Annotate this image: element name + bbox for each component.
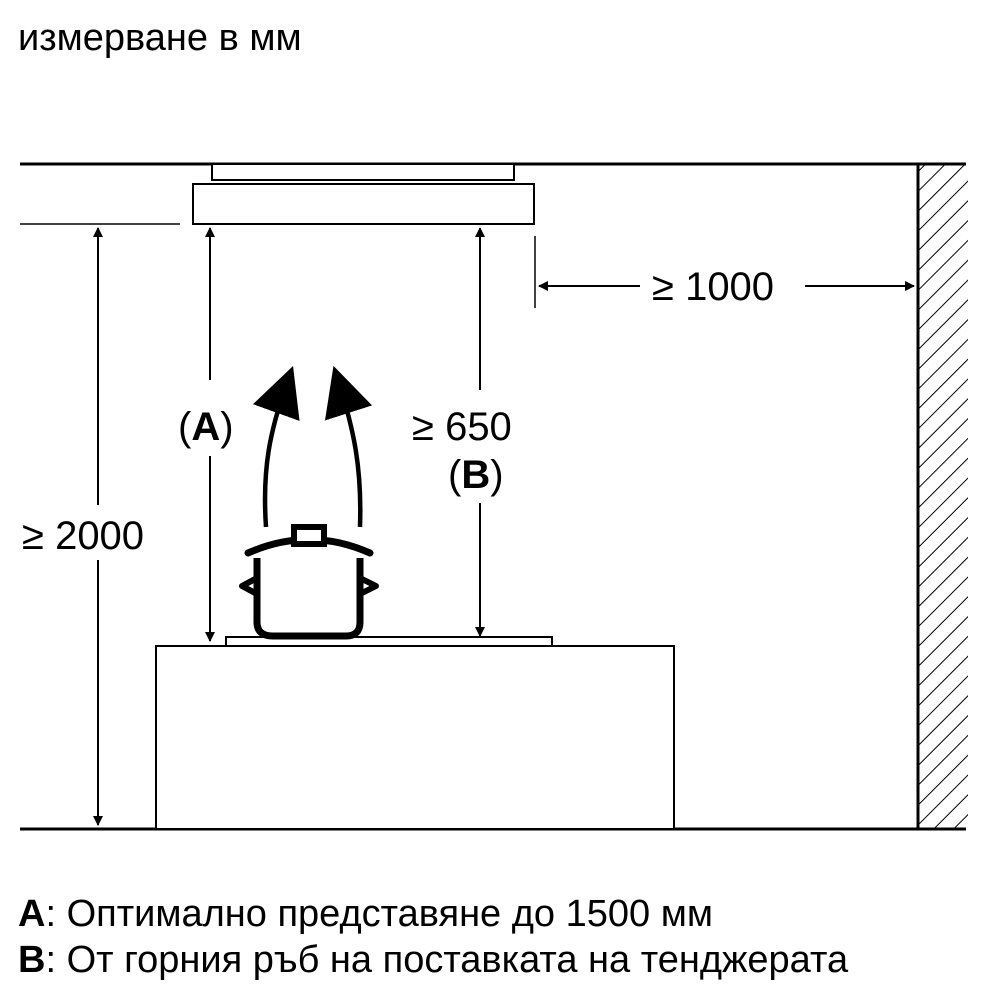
dimension-a-label: (A) — [178, 405, 234, 449]
steam-arrow-right — [324, 365, 373, 528]
legend-item-a: A: Оптимално представяне до 1500 мм — [18, 892, 713, 936]
wall — [916, 164, 968, 829]
legend-item-b: B: От горния ръб на поставката на тендже… — [18, 938, 848, 982]
wall-distance-label: ≥ 1000 — [652, 265, 774, 309]
legend-key-a: A — [18, 893, 46, 935]
cooking-pot — [239, 524, 379, 640]
dimension-b-label: (B) — [448, 453, 504, 497]
steam-arrow-left — [252, 366, 300, 528]
min-clearance-label: ≥ 650 — [412, 405, 512, 449]
unit-note: измерване в мм — [18, 17, 302, 59]
legend-key-b: B — [18, 939, 46, 981]
legend-text-b: : От горния ръб на поставката на тенджер… — [45, 939, 849, 981]
total-height-label: ≥ 2000 — [22, 514, 144, 558]
cooktop — [225, 636, 553, 647]
counter-unit — [155, 645, 675, 830]
legend-text-a: : Оптимално представяне до 1500 мм — [45, 893, 713, 935]
ceiling-hood — [192, 163, 535, 225]
